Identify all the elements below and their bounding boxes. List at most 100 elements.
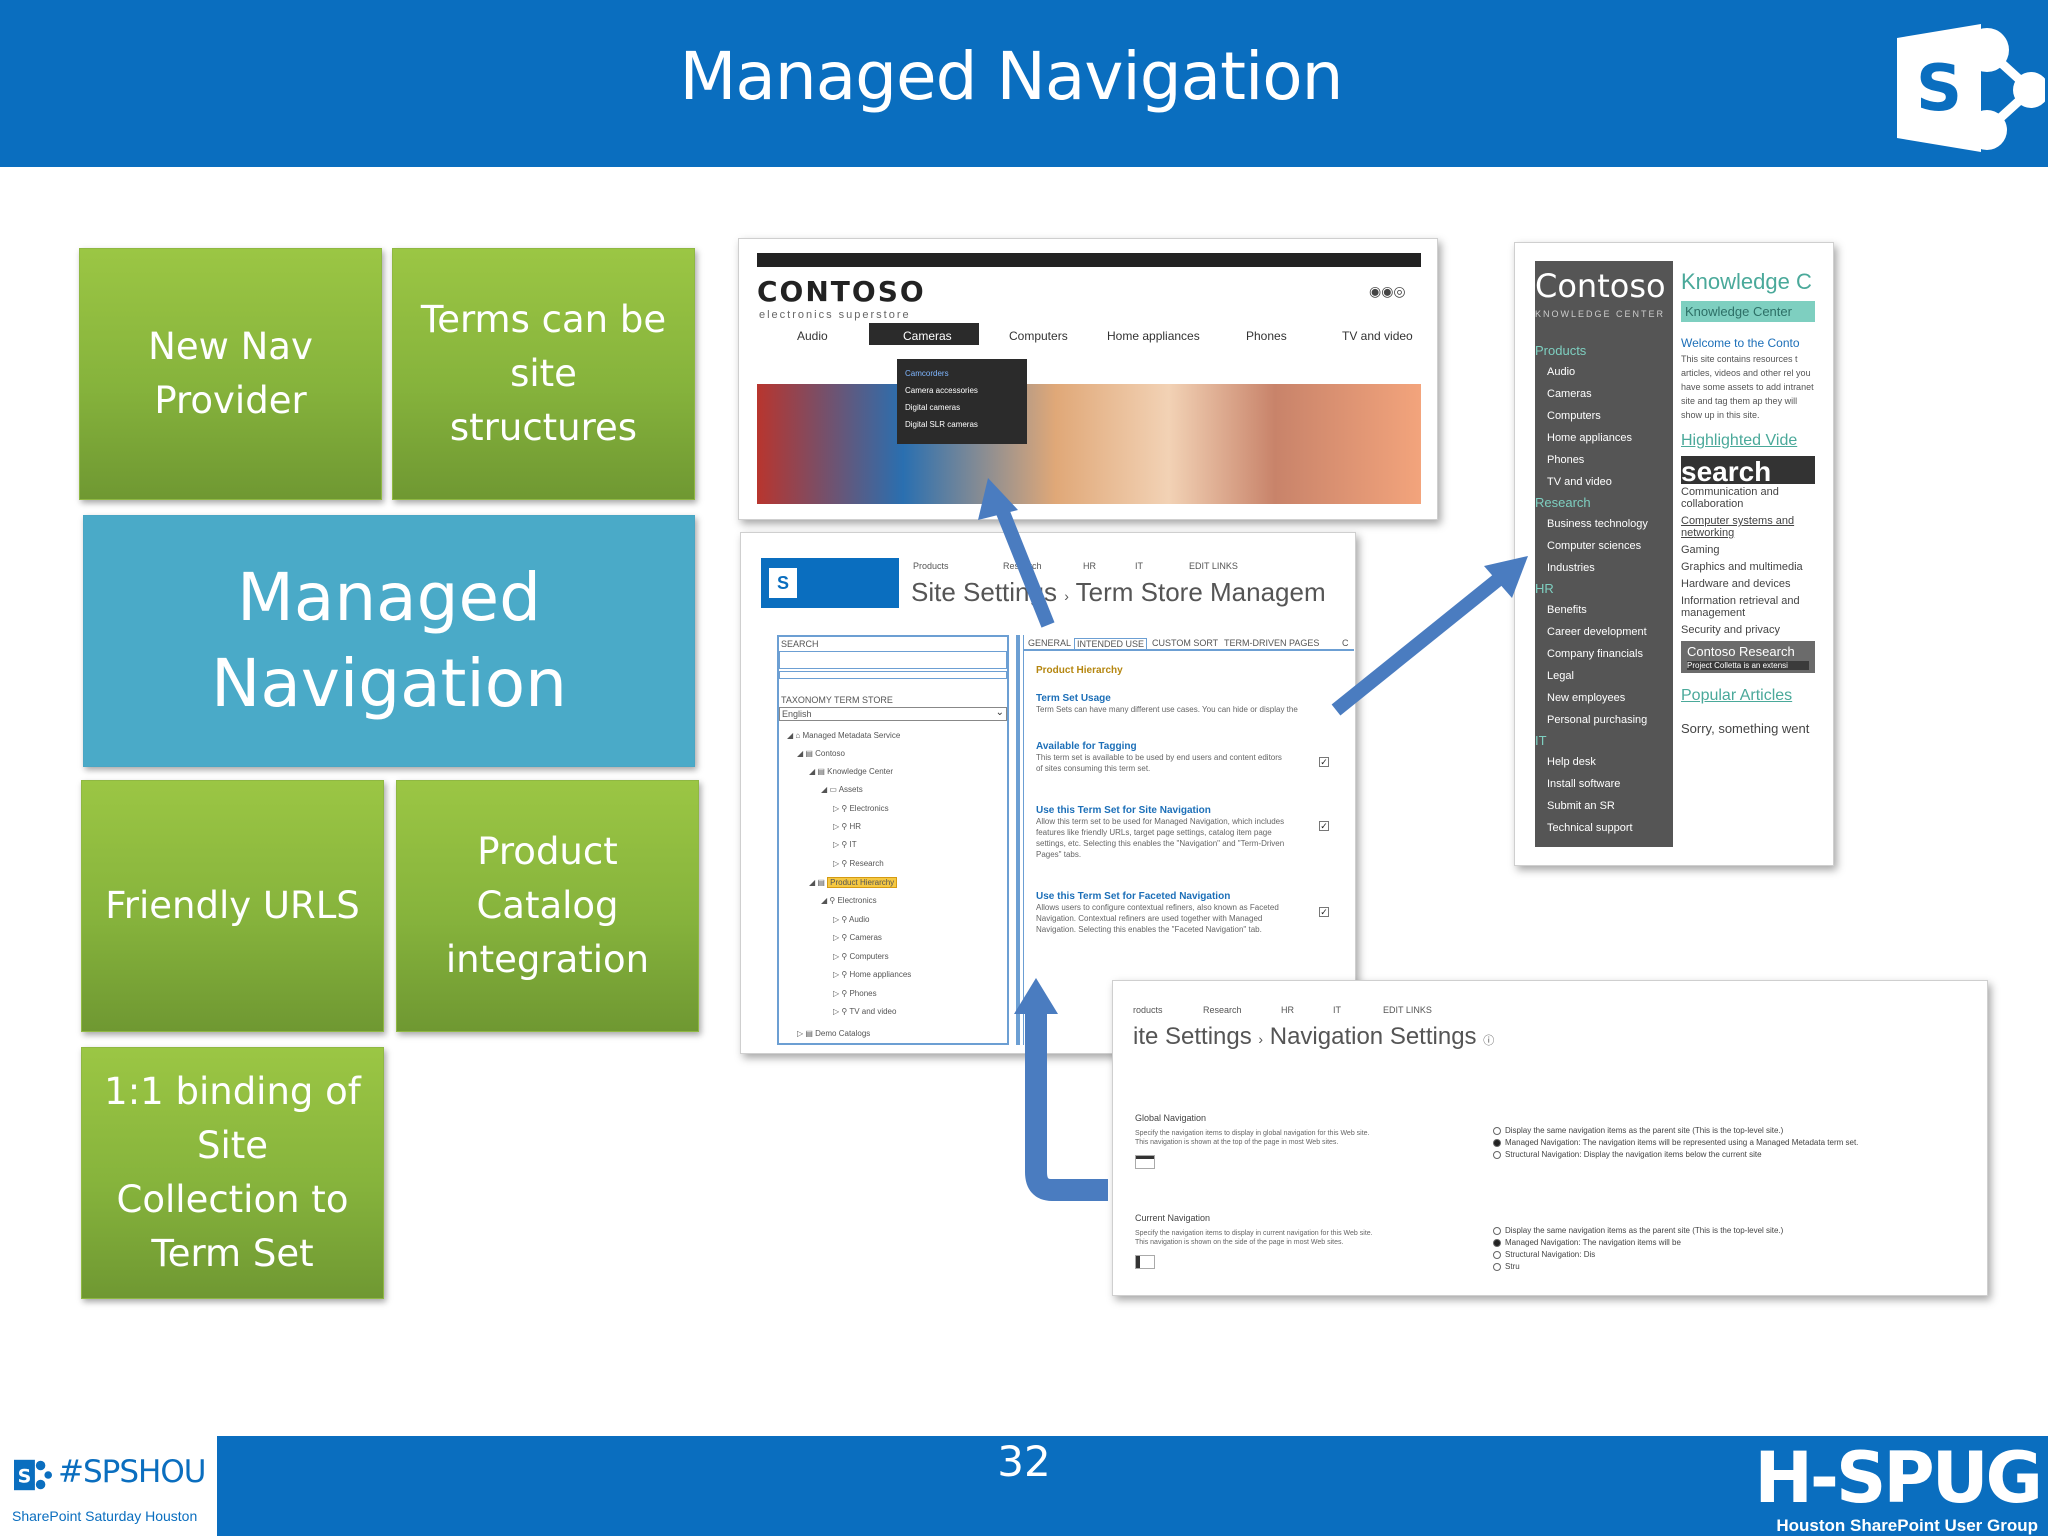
hspug-name: Houston SharePoint User Group — [1776, 1516, 2038, 1535]
current-option-selected[interactable]: Managed Navigation: The navigation items… — [1493, 1237, 1973, 1249]
taxonomy-tree-pane: SEARCH TAXONOMY TERM STORE English ⌄ ◢ ⌂… — [777, 635, 1009, 1045]
tab-custom-sort[interactable]: CUSTOM SORT — [1152, 638, 1219, 648]
nav-item[interactable]: Personal purchasing — [1547, 714, 1648, 726]
tile-product-catalog: Product Catalog integration — [396, 780, 699, 1032]
store-nav-home-appliances[interactable]: Home appliances — [1107, 329, 1200, 343]
tab-more[interactable]: C — [1342, 638, 1349, 648]
store-nav-audio[interactable]: Audio — [797, 329, 828, 343]
topic-link[interactable]: Security and privacy — [1681, 624, 1781, 636]
tree-node[interactable]: ◢ ⚲ Electronics — [821, 896, 877, 905]
store-nav-phones[interactable]: Phones — [1246, 329, 1287, 343]
global-option[interactable]: Display the same navigation items as the… — [1493, 1125, 1973, 1137]
splitter[interactable] — [1016, 635, 1020, 1045]
faceted-navigation-checkbox[interactable]: ✓ — [1319, 907, 1329, 917]
store-top-bar — [757, 253, 1421, 267]
tree-node[interactable]: ▷ ⚲ IT — [833, 840, 857, 849]
store-nav-tv-video[interactable]: TV and video — [1342, 329, 1413, 343]
svg-text:S: S — [18, 1466, 32, 1488]
topic-link[interactable]: Computer systems and networking — [1681, 515, 1795, 539]
kc-intro: This site contains resources t articles,… — [1681, 354, 1814, 420]
section-faceted-navigation: Use this Term Set for Faceted Navigation… — [1036, 891, 1279, 934]
nav-item[interactable]: Home appliances — [1547, 432, 1632, 444]
tab-general[interactable]: GENERAL — [1028, 638, 1072, 648]
store-nav-cameras[interactable]: Cameras — [903, 329, 952, 343]
page-number: 32 — [997, 1437, 1051, 1486]
kc-highlighted[interactable]: Highlighted Vide — [1681, 432, 1798, 449]
hspug-wordmark: H-SPUG — [1754, 1437, 2043, 1519]
section-tagging: Available for Tagging This term set is a… — [1036, 741, 1282, 773]
tagging-checkbox[interactable]: ✓ — [1319, 757, 1329, 767]
nav-group-products[interactable]: Products — [1535, 343, 1587, 358]
nav-item[interactable]: Career development — [1547, 626, 1647, 638]
tree-node[interactable]: ◢ ▤ Knowledge Center — [809, 767, 893, 776]
tree-node[interactable]: ▷ ⚲ Phones — [833, 989, 877, 998]
tree-node[interactable]: ▷ ⚲ Research — [833, 859, 884, 868]
nav-item[interactable]: Legal — [1547, 670, 1574, 682]
nav-item[interactable]: Company financials — [1547, 648, 1643, 660]
contoso-logo: CONTOSO — [757, 275, 926, 308]
tile-friendly-urls: Friendly URLS — [81, 780, 384, 1032]
nav-item[interactable]: TV and video — [1547, 476, 1612, 488]
tree-node[interactable]: ▷ ⚲ Electronics — [833, 804, 889, 813]
spshou-logo: S #SPSHOU SharePoint Saturday Houston — [0, 1436, 217, 1536]
tree-node[interactable]: ▷ ▤ Demo Catalogs — [797, 1029, 871, 1038]
tree-node-selected[interactable]: ◢ ▤ Product Hierarchy — [809, 877, 898, 888]
global-option-selected[interactable]: Managed Navigation: The navigation items… — [1493, 1137, 1973, 1149]
tree-node[interactable]: ▷ ⚲ HR — [833, 822, 862, 831]
tree-node[interactable]: ▷ ⚲ Cameras — [833, 933, 882, 942]
topic-link[interactable]: Communication and collaboration — [1681, 486, 1779, 510]
tree-node[interactable]: ◢ ⌂ Managed Metadata Service — [787, 731, 901, 740]
nav-item[interactable]: Benefits — [1547, 604, 1587, 616]
nav-item[interactable]: Industries — [1547, 562, 1595, 574]
nav-item[interactable]: New employees — [1547, 692, 1626, 704]
kc-breadcrumb[interactable]: Knowledge Center — [1681, 301, 1815, 322]
dropdown-item[interactable]: Digital cameras — [905, 403, 961, 412]
topic-link[interactable]: Gaming — [1681, 544, 1720, 556]
current-option[interactable]: Display the same navigation items as the… — [1493, 1225, 1973, 1237]
dropdown-item[interactable]: Camcorders — [905, 369, 949, 378]
tab-intended-use[interactable]: INTENDED USE — [1074, 638, 1148, 650]
topic-link[interactable]: Graphics and multimedia — [1681, 561, 1803, 573]
tree-node[interactable]: ◢ ▤ Contoso — [797, 749, 845, 758]
language-select[interactable]: English ⌄ — [779, 707, 1007, 721]
tree-node[interactable]: ▷ ⚲ Computers — [833, 952, 889, 961]
current-option[interactable]: Stru — [1493, 1261, 1973, 1273]
nav-item[interactable]: Technical support — [1547, 822, 1633, 834]
nav-item[interactable]: Phones — [1547, 454, 1585, 466]
nav-item[interactable]: Audio — [1547, 366, 1576, 378]
tree-node[interactable]: ▷ ⚲ Home appliances — [833, 970, 912, 979]
dropdown-item[interactable]: Camera accessories — [905, 386, 978, 395]
kc-logo: Contoso — [1535, 267, 1666, 305]
store-nav-computers[interactable]: Computers — [1009, 329, 1068, 343]
kc-video-thumb[interactable]: search — [1681, 456, 1815, 484]
contoso-tagline: electronics superstore — [759, 309, 911, 321]
sharepoint-logo-icon: S — [1897, 24, 2045, 152]
topic-link[interactable]: Hardware and devices — [1681, 578, 1791, 590]
nav-group-research[interactable]: Research — [1535, 495, 1591, 510]
tree-node[interactable]: ▷ ⚲ TV and video — [833, 1007, 897, 1016]
kc-popular[interactable]: Popular Articles — [1681, 687, 1793, 704]
nav-item[interactable]: Computers — [1547, 410, 1601, 422]
nav-item[interactable]: Install software — [1547, 778, 1621, 790]
nav-item[interactable]: Cameras — [1547, 388, 1592, 400]
nav-item[interactable]: Submit an SR — [1547, 800, 1615, 812]
nav-item[interactable]: Business technology — [1547, 518, 1648, 530]
search-input[interactable] — [779, 651, 1007, 669]
global-option[interactable]: Structural Navigation: Display the navig… — [1493, 1149, 1973, 1161]
topic-link[interactable]: Information retrieval and management — [1681, 595, 1800, 619]
nav-group-hr[interactable]: HR — [1535, 581, 1554, 596]
nav-item[interactable]: Help desk — [1547, 756, 1596, 768]
store-hero-image — [757, 384, 1421, 504]
kc-research-box[interactable]: Contoso Research Project Colletta is an … — [1681, 641, 1815, 673]
global-navigation-options: Display the same navigation items as the… — [1493, 1125, 1973, 1161]
tab-term-driven-pages[interactable]: TERM-DRIVEN PAGES — [1224, 638, 1320, 648]
tree-node[interactable]: ◢ ▭ Assets — [821, 785, 863, 794]
tree-node[interactable]: ▷ ⚲ Audio — [833, 915, 870, 924]
nav-group-it[interactable]: IT — [1535, 733, 1547, 748]
dropdown-item[interactable]: Digital SLR cameras — [905, 420, 978, 429]
nav-item[interactable]: Computer sciences — [1547, 540, 1642, 552]
hspug-logo: H-SPUG Houston SharePoint User Group — [1740, 1437, 2043, 1536]
current-option[interactable]: Structural Navigation: Dis — [1493, 1249, 1973, 1261]
event-hashtag: #SPSHOU — [58, 1454, 206, 1490]
site-navigation-checkbox[interactable]: ✓ — [1319, 821, 1329, 831]
